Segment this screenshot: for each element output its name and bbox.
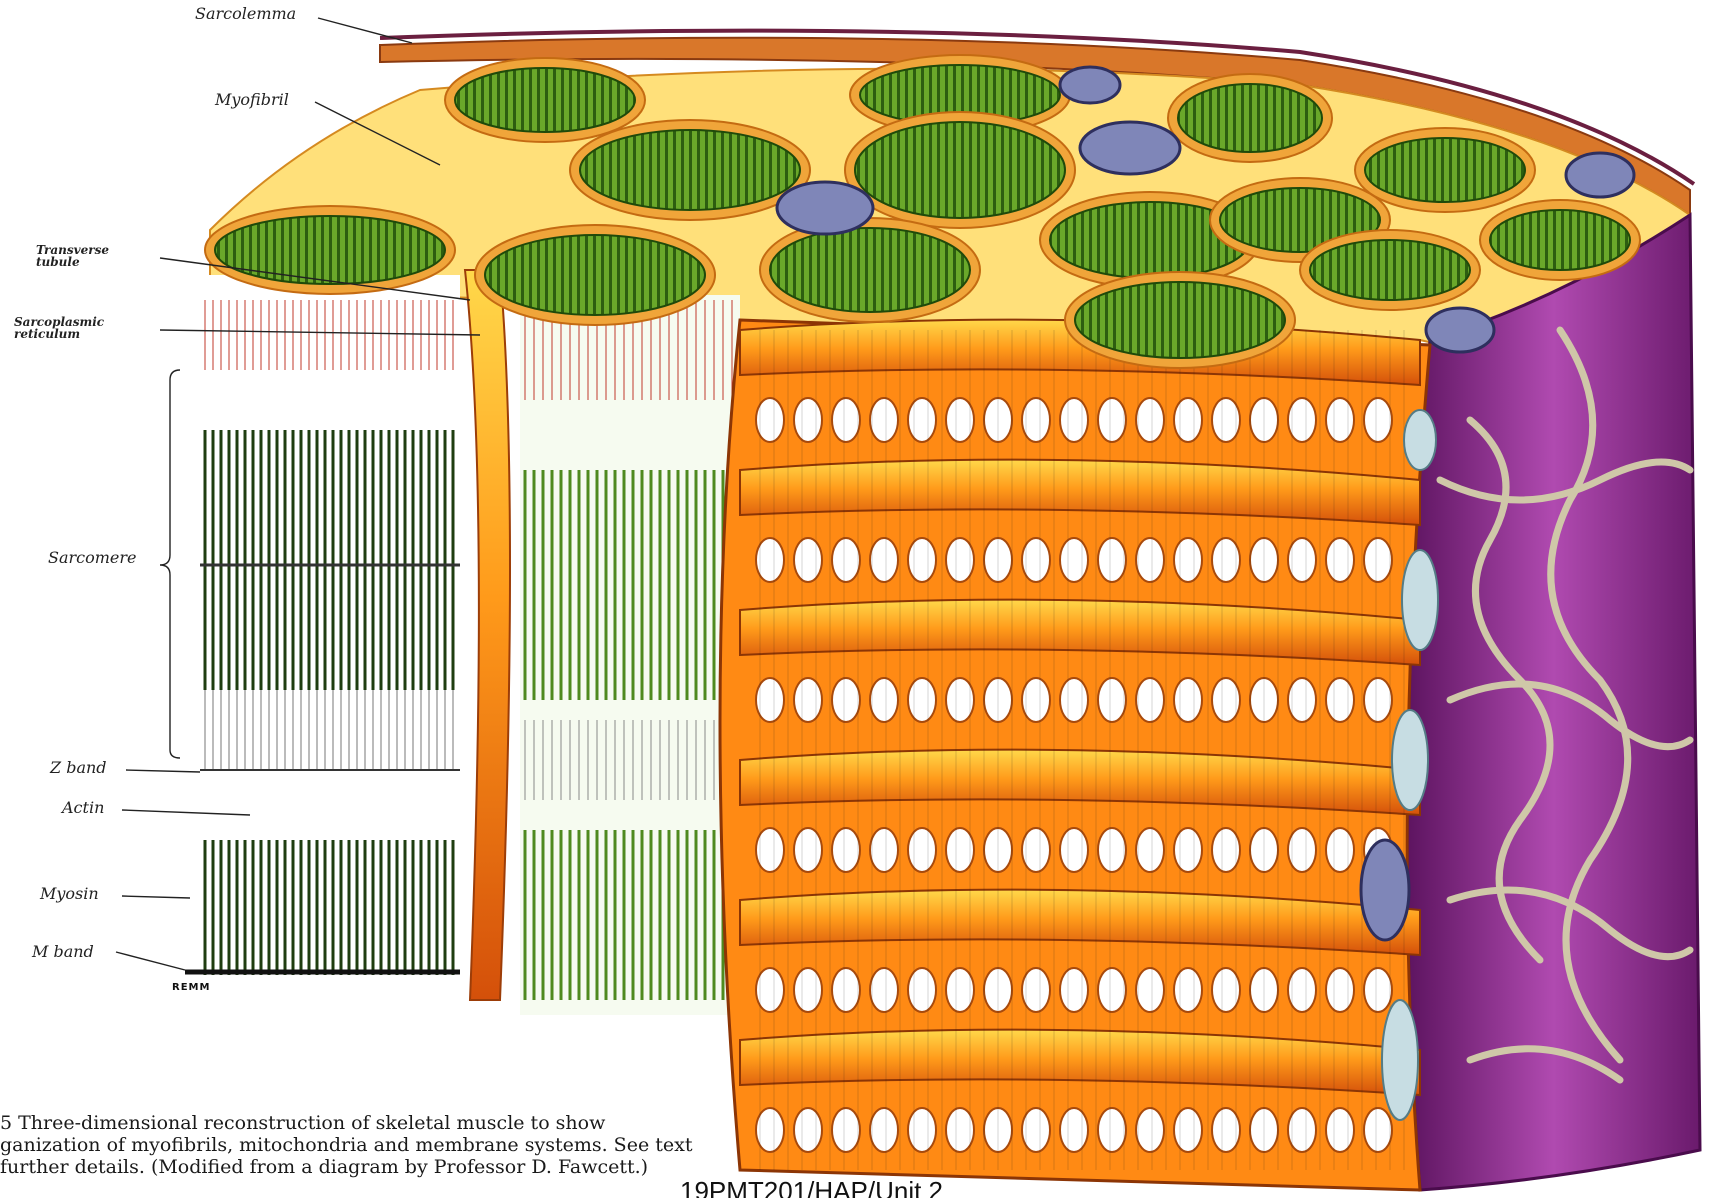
reticulum-column — [465, 270, 510, 1000]
label-z-band: Z band — [50, 758, 107, 777]
label-sarcolemma: Sarcolemma — [195, 4, 296, 23]
label-transverse-tubule-line2: tubule — [36, 256, 80, 268]
caption-line-3: further details. (Modified from a diagra… — [0, 1156, 800, 1178]
label-myosin: Myosin — [40, 884, 99, 903]
label-myofibril: Myofibril — [215, 90, 289, 109]
label-sarcoplasmic-reticulum-line2: reticulum — [14, 328, 80, 340]
footer-course-code: 19PMT201/HAP/Unit 2 — [680, 1176, 943, 1198]
artist-signature: REMM — [172, 982, 210, 993]
figure-caption: 5 Three-dimensional reconstruction of sk… — [0, 1112, 800, 1178]
caption-line-1: 5 Three-dimensional reconstruction of sk… — [0, 1112, 800, 1134]
caption-line-2: ganization of myofibrils, mitochondria a… — [0, 1134, 800, 1156]
label-m-band: M band — [32, 942, 94, 961]
label-actin: Actin — [62, 798, 104, 817]
label-sarcomere: Sarcomere — [48, 548, 137, 567]
